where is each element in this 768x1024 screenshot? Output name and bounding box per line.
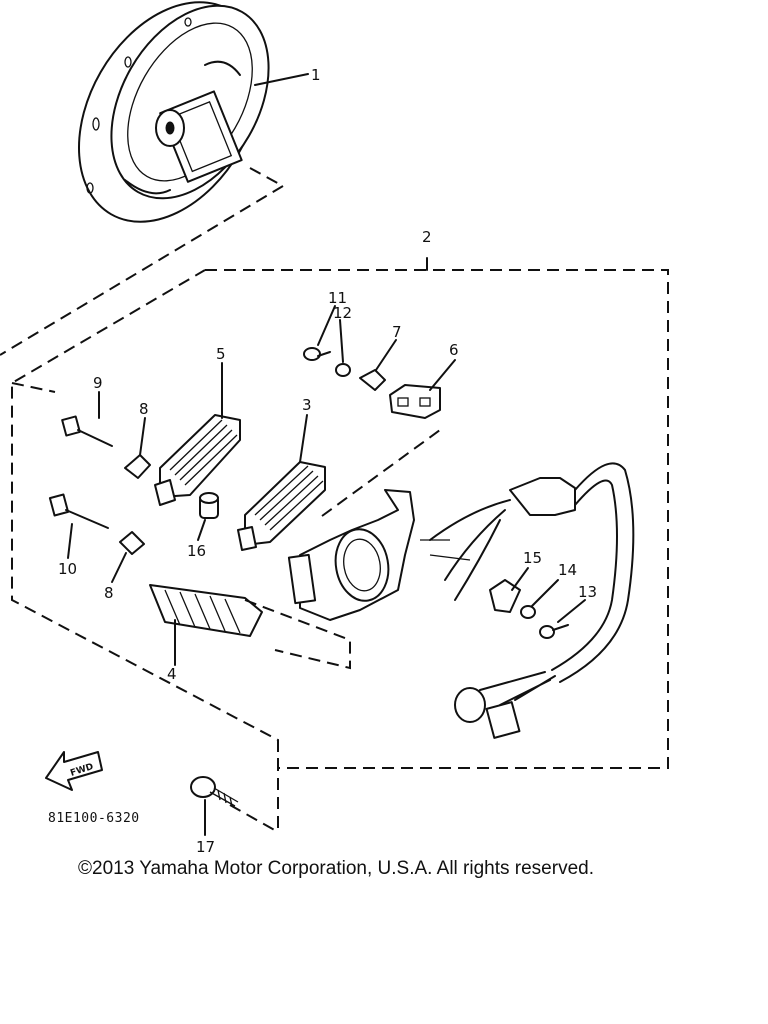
screw-part-11 <box>303 305 336 361</box>
washer-part-14 <box>520 579 559 619</box>
copyright-notice: ©2013 Yamaha Motor Corporation, U.S.A. A… <box>78 858 594 879</box>
clip-part-7 <box>359 339 397 391</box>
callout-6: 6 <box>449 341 459 359</box>
callout-15: 15 <box>523 549 542 567</box>
clamp-part-8a <box>124 417 151 479</box>
callout-5: 5 <box>216 345 226 363</box>
screw-part-13 <box>539 599 586 639</box>
callout-numbers: 1 2 3 4 5 6 7 8 8 9 10 11 12 13 14 15 16… <box>58 66 597 856</box>
stator-base-plate <box>244 429 441 670</box>
clamp-part-15 <box>489 567 529 613</box>
callout-13: 13 <box>578 583 597 601</box>
bolt-part-9 <box>61 391 113 447</box>
forward-direction-arrow-icon: FWD <box>45 751 103 791</box>
callout-8a: 8 <box>139 400 149 418</box>
bolt-part-17 <box>190 776 239 836</box>
flywheel-rotor-part <box>78 1 309 223</box>
callout-3: 3 <box>302 396 312 414</box>
spacer-part-16 <box>197 492 219 541</box>
figure-code: 81E100-6320 <box>48 811 140 826</box>
assembly-boundary <box>0 167 669 833</box>
connector-part-6 <box>389 359 456 419</box>
callout-2: 2 <box>422 228 432 246</box>
coil-part-4 <box>149 584 263 666</box>
coil-part-5 <box>154 362 241 506</box>
callout-10: 10 <box>58 560 77 578</box>
wire-harness <box>420 462 635 739</box>
callout-17: 17 <box>196 838 215 856</box>
callout-11: 11 <box>328 289 347 307</box>
callout-14: 14 <box>558 561 577 579</box>
clamp-part-8b <box>111 531 145 583</box>
callout-8b: 8 <box>104 584 114 602</box>
bolt-part-10 <box>48 493 109 559</box>
callout-4: 4 <box>167 665 177 683</box>
callout-12: 12 <box>333 304 352 322</box>
callout-9: 9 <box>93 374 103 392</box>
callout-16: 16 <box>187 542 206 560</box>
washer-part-12 <box>335 319 351 377</box>
callout-7: 7 <box>392 323 402 341</box>
coil-part-3 <box>237 414 326 551</box>
callout-1: 1 <box>311 66 321 84</box>
